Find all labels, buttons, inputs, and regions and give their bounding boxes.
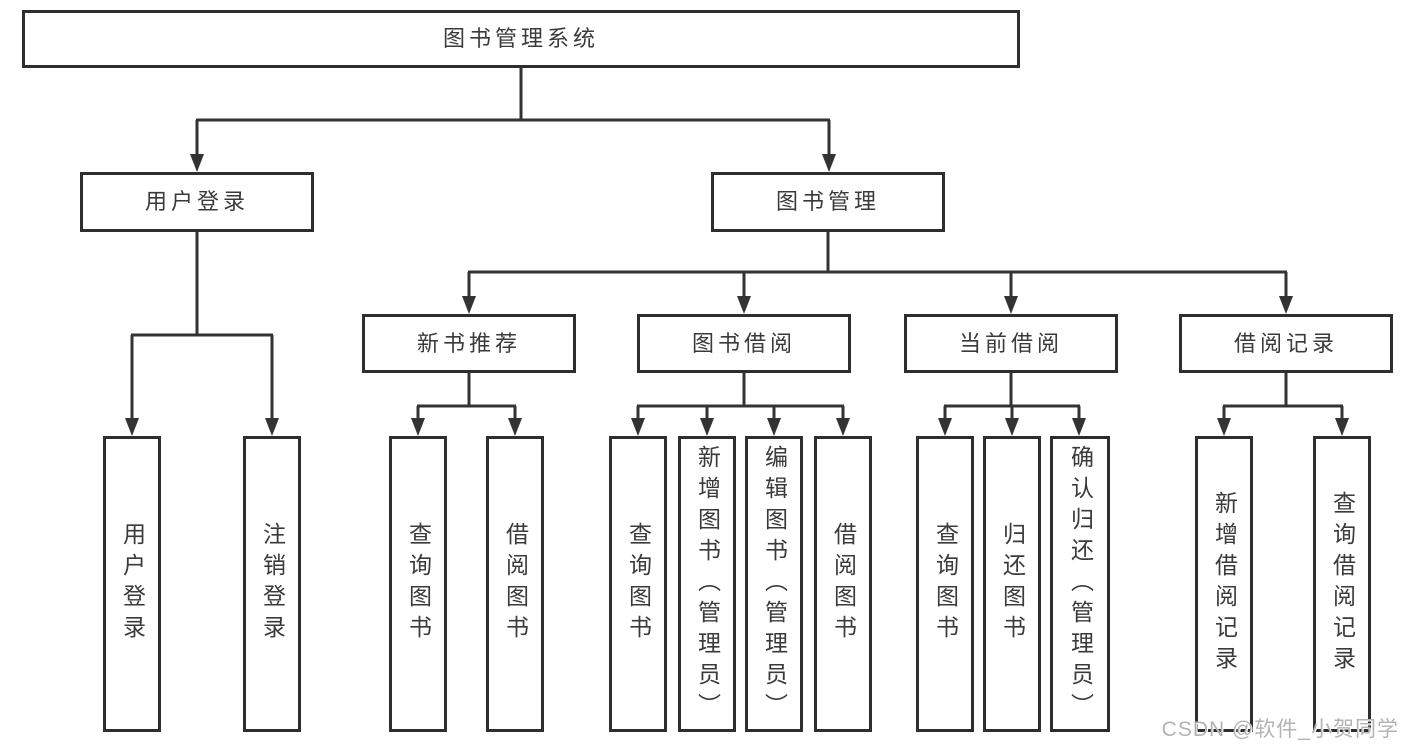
- node-current-borrowing: 当前借阅: [904, 314, 1118, 373]
- leaf-add-books-admin-label: 新增图书（管理员）: [694, 444, 721, 724]
- node-borrow-records: 借阅记录: [1179, 314, 1393, 373]
- connector-new-books: [416, 373, 517, 422]
- csdn-watermark: CSDN @软件_小贺同学: [1161, 718, 1399, 741]
- arrow-down-icon: [767, 418, 781, 436]
- arrow-down-icon: [411, 418, 425, 436]
- arrow-down-icon: [1217, 418, 1231, 436]
- leaf-query-books-recommend: 查询图书: [389, 436, 447, 732]
- arrow-down-icon: [822, 154, 836, 172]
- arrow-down-icon: [737, 296, 751, 314]
- connector-book-mgmt: [467, 232, 1288, 298]
- arrow-down-icon: [1335, 418, 1349, 436]
- leaf-add-borrow-record-label: 新增借阅记录: [1211, 491, 1238, 677]
- arrow-down-icon: [1004, 296, 1018, 314]
- leaf-add-borrow-record: 新增借阅记录: [1195, 436, 1253, 732]
- leaf-confirm-return-admin: 确认归还（管理员）: [1050, 436, 1110, 732]
- arrow-down-icon: [265, 418, 279, 436]
- leaf-logout-label: 注销登录: [259, 522, 286, 646]
- leaf-borrow-books-recommend-label: 借阅图书: [502, 522, 529, 646]
- leaf-user-login-label: 用户登录: [119, 522, 146, 646]
- leaf-borrow-books-recommend: 借阅图书: [486, 436, 544, 732]
- node-user-login: 用户登录: [80, 172, 314, 232]
- node-book-management-label: 图书管理: [775, 189, 880, 214]
- arrowheads: [125, 154, 1349, 436]
- leaf-query-borrow-record: 查询借阅记录: [1313, 436, 1371, 732]
- leaf-query-borrow-record-label: 查询借阅记录: [1329, 491, 1356, 677]
- arrow-down-icon: [462, 296, 476, 314]
- arrow-down-icon: [190, 154, 204, 172]
- leaf-query-books-borrowing: 查询图书: [609, 436, 667, 732]
- arrow-down-icon: [700, 418, 714, 436]
- leaf-return-books-label: 归还图书: [999, 522, 1026, 646]
- leaf-query-books-current-label: 查询图书: [932, 522, 959, 646]
- node-book-management: 图书管理: [711, 172, 945, 232]
- node-book-borrowing: 图书借阅: [637, 314, 851, 373]
- connector-borrow-records: [1222, 373, 1344, 422]
- leaf-edit-books-admin-label: 编辑图书（管理员）: [761, 444, 788, 724]
- leaf-add-books-admin: 新增图书（管理员）: [678, 436, 736, 732]
- node-book-borrowing-label: 图书借阅: [691, 330, 796, 356]
- arrow-down-icon: [1005, 418, 1019, 436]
- leaf-return-books: 归还图书: [983, 436, 1041, 732]
- leaf-query-books-recommend-label: 查询图书: [405, 522, 432, 646]
- connector-root: [195, 68, 831, 156]
- node-current-borrowing-label: 当前借阅: [958, 330, 1063, 356]
- arrow-down-icon: [938, 418, 952, 436]
- leaf-confirm-return-admin-label: 确认归还（管理员）: [1067, 444, 1094, 724]
- arrow-down-icon: [836, 418, 850, 436]
- arrow-down-icon: [125, 418, 139, 436]
- node-new-book-recommend-label: 新书推荐: [416, 330, 521, 356]
- arrow-down-icon: [1279, 296, 1293, 314]
- arrow-down-icon: [508, 418, 522, 436]
- leaf-borrow-books-label: 借阅图书: [830, 522, 857, 646]
- node-library-system: 图书管理系统: [22, 10, 1020, 68]
- leaf-query-books-borrowing-label: 查询图书: [625, 522, 652, 646]
- node-new-book-recommend: 新书推荐: [362, 314, 576, 373]
- leaf-logout: 注销登录: [243, 436, 301, 732]
- node-library-system-label: 图书管理系统: [442, 26, 599, 51]
- leaf-query-books-current: 查询图书: [916, 436, 974, 732]
- leaf-user-login: 用户登录: [103, 436, 161, 732]
- leaf-borrow-books: 借阅图书: [814, 436, 872, 732]
- node-user-login-label: 用户登录: [144, 189, 249, 214]
- arrow-down-icon: [1072, 418, 1086, 436]
- connector-user-login: [130, 232, 274, 420]
- leaf-edit-books-admin: 编辑图书（管理员）: [745, 436, 803, 732]
- connector-current-borrow: [943, 373, 1081, 422]
- connector-book-borrow: [636, 373, 845, 422]
- arrow-down-icon: [631, 418, 645, 436]
- node-borrow-records-label: 借阅记录: [1233, 330, 1338, 356]
